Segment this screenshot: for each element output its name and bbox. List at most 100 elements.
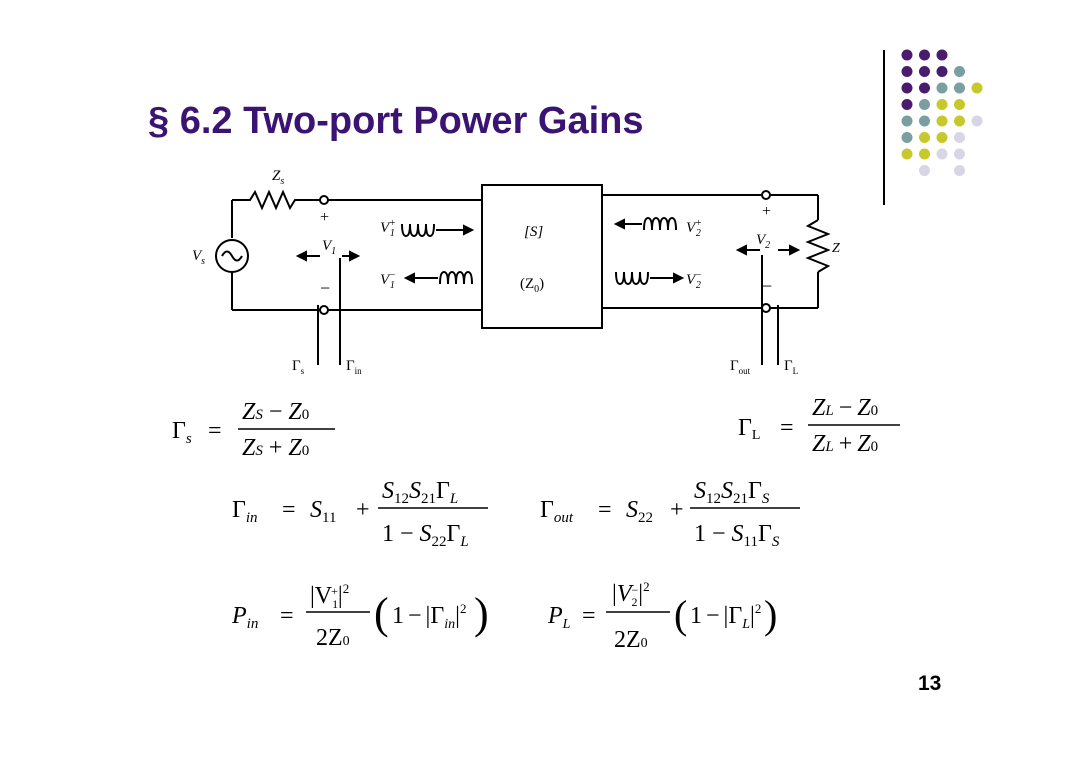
decorative-dot: [936, 115, 948, 127]
svg-text:ZL+Z0: ZL+Z0: [812, 431, 878, 457]
svg-text:|V2−|2: |V2−|2: [612, 579, 650, 609]
svg-text:ZS+Z0: ZS+Z0: [242, 435, 309, 461]
svg-text:V+1: V+1: [380, 218, 396, 239]
equation-gamma-s: Γs = ZS−Z0 ZS+Z0: [172, 399, 335, 461]
svg-text:Vs: Vs: [192, 248, 205, 267]
svg-text:=: =: [208, 418, 222, 444]
svg-text:Γout: Γout: [730, 358, 751, 376]
decorative-dot: [901, 115, 913, 127]
svg-text:1−S22ΓL: 1−S22ΓL: [382, 521, 469, 550]
equation-p-l: PL = |V2−|2 2Z0 ( 1−|ΓL|2 ): [547, 579, 777, 653]
svg-text:S22: S22: [626, 497, 653, 526]
svg-text:Γin: Γin: [346, 358, 362, 376]
svg-text:PL: PL: [547, 603, 571, 632]
svg-text:+: +: [762, 203, 771, 220]
decorative-dot: [936, 66, 948, 77]
svg-text:=: =: [780, 415, 794, 441]
svg-text:Zs: Zs: [272, 168, 284, 187]
svg-text:|V1+|2: |V1+|2: [310, 581, 349, 611]
svg-text:−: −: [762, 276, 772, 296]
svg-text:): ): [474, 589, 489, 638]
decorative-dot: [901, 49, 913, 61]
svg-text:S12S21ΓL: S12S21ΓL: [382, 478, 458, 507]
decorative-dot: [954, 66, 965, 77]
decorative-dot: [971, 82, 983, 94]
decorative-dot: [919, 148, 930, 160]
svg-text:V2: V2: [756, 232, 770, 251]
svg-text:1−S11ΓS: 1−S11ΓS: [694, 521, 780, 550]
page-number: 13: [918, 672, 942, 695]
wave-v2-plus: [643, 216, 677, 231]
decorative-dot: [954, 99, 965, 110]
decorative-dot: [936, 82, 948, 94]
two-port-circuit-diagram: Zs Vs + − V1 V+1 V−1 [S] (Z0) V+2 V−2 + …: [192, 168, 840, 376]
svg-text:+: +: [670, 497, 684, 523]
decorative-dot: [954, 82, 965, 94]
svg-text:Γin: Γin: [232, 497, 258, 526]
svg-text:2Z0: 2Z0: [316, 625, 350, 651]
svg-text:ZL: ZL: [832, 241, 840, 258]
decorative-dot: [954, 148, 965, 160]
svg-text:ΓL: ΓL: [784, 358, 798, 376]
svg-text:(: (: [374, 589, 389, 638]
decorative-dot: [954, 115, 965, 127]
gain-equations: Γs = ZS−Z0 ZS+Z0 ΓL = ZL−Z0 ZL+Z0 Γin = …: [172, 395, 900, 653]
decorative-divider: [883, 50, 885, 205]
svg-text:V−2: V−2: [686, 270, 702, 291]
svg-text:+: +: [356, 497, 370, 523]
port2-top-terminal: [761, 190, 771, 200]
decorative-dot: [919, 82, 930, 94]
decorative-dot: [971, 115, 983, 127]
decorative-dot: [936, 132, 948, 143]
decorative-dot: [901, 99, 913, 110]
load-resistor-zl: [805, 219, 831, 273]
equation-gamma-out: Γout = S22 + S12S21ΓS 1−S11ΓS: [540, 478, 800, 550]
svg-text:=: =: [282, 497, 296, 523]
svg-text:2Z0: 2Z0: [614, 627, 648, 653]
source-resistor-zs: [232, 189, 320, 211]
decorative-dot: [901, 132, 913, 143]
svg-text:1−|ΓL|2: 1−|ΓL|2: [690, 601, 761, 632]
decorative-dot: [901, 148, 913, 160]
svg-text:1−|Γin|2: 1−|Γin|2: [392, 601, 466, 632]
svg-text:=: =: [280, 603, 294, 629]
wave-v1-plus: [401, 223, 435, 238]
svg-text:): ): [764, 592, 777, 637]
svg-text:V+2: V+2: [686, 218, 702, 239]
wave-v2-minus: [615, 271, 649, 286]
decorative-dot: [901, 82, 913, 94]
decorative-dot: [919, 66, 930, 77]
wave-v1-minus: [439, 270, 473, 285]
decorative-dot: [919, 49, 930, 61]
svg-text:Pin: Pin: [231, 603, 258, 632]
svg-text:Γs: Γs: [172, 418, 192, 447]
svg-text:−: −: [320, 278, 330, 298]
port2-bottom-terminal: [761, 303, 771, 313]
svg-text:Γs: Γs: [292, 358, 305, 376]
svg-text:V1: V1: [322, 238, 336, 257]
decorative-dot: [919, 99, 930, 110]
svg-text:ZL−Z0: ZL−Z0: [812, 395, 878, 421]
decorative-dot: [936, 99, 948, 110]
svg-text:(Z0): (Z0): [520, 276, 544, 295]
equation-gamma-in: Γin = S11 + S12S21ΓL 1−S22ΓL: [232, 478, 488, 550]
svg-text:ΓL: ΓL: [738, 415, 760, 443]
decorative-dot: [936, 148, 948, 160]
decorative-dot: [954, 132, 965, 143]
svg-text:[S]: [S]: [524, 224, 543, 240]
svg-text:(: (: [674, 592, 687, 637]
decorative-dot: [919, 115, 930, 127]
two-port-network-box: [481, 184, 603, 329]
decorative-dot: [919, 132, 930, 143]
decorative-dot: [901, 66, 913, 77]
decorative-dot: [936, 49, 948, 61]
svg-text:=: =: [598, 497, 612, 523]
decorative-dot: [919, 165, 930, 176]
svg-text:ZS−Z0: ZS−Z0: [242, 399, 309, 425]
svg-text:V−1: V−1: [380, 270, 396, 291]
equation-gamma-l: ΓL = ZL−Z0 ZL+Z0: [738, 395, 900, 457]
svg-text:+: +: [320, 209, 329, 226]
svg-text:S12S21ΓS: S12S21ΓS: [694, 478, 770, 507]
